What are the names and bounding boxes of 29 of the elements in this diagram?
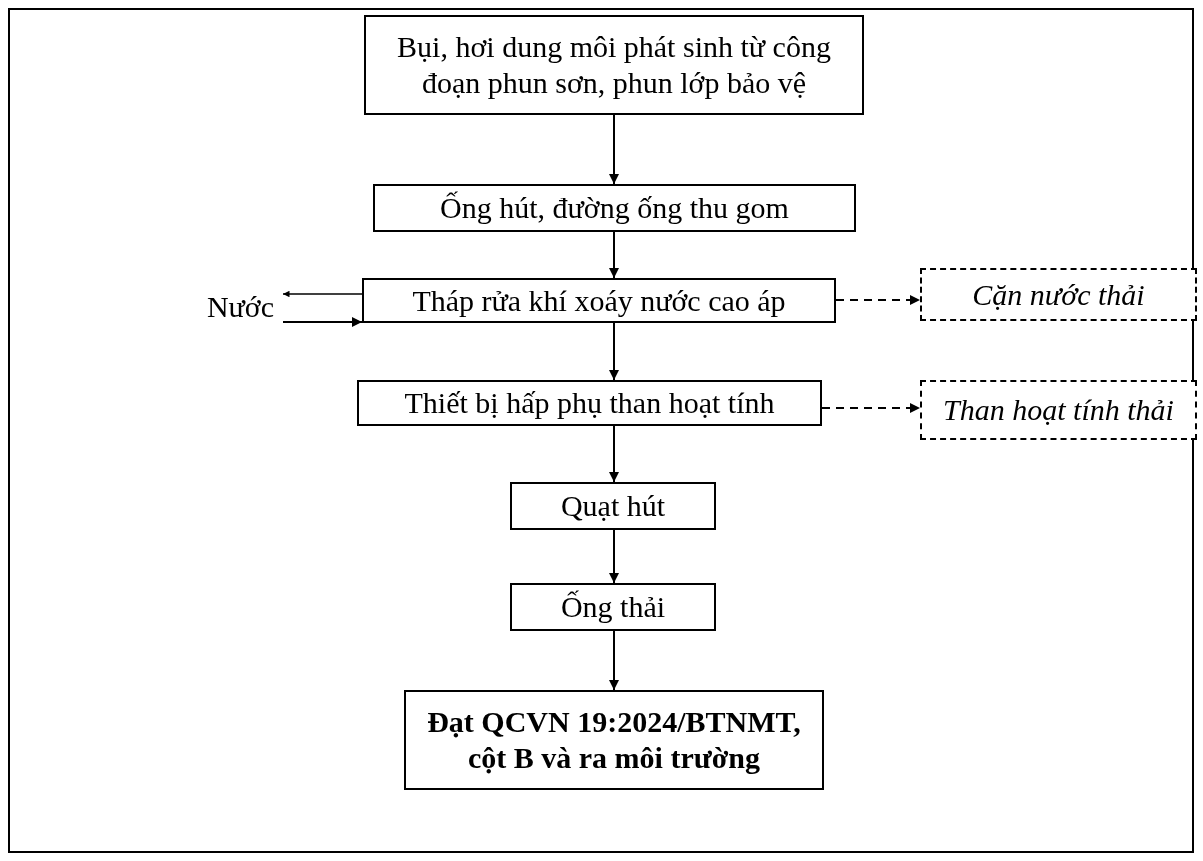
arrow	[609, 114, 619, 185]
waste-box	[920, 380, 1197, 440]
process-box	[510, 583, 716, 631]
node-text: Cặn nước thải	[972, 276, 1145, 313]
arrow	[282, 290, 363, 298]
node-text: Thiết bị hấp phụ than hoạt tính	[404, 385, 775, 421]
node-text: Ống thải	[560, 589, 666, 625]
process-box	[364, 15, 864, 115]
node-text: Tháp rửa khí xoáy nước cao áp	[412, 282, 786, 319]
node-text: Than hoạt tính thải	[943, 392, 1174, 428]
node-text: Nước	[206, 289, 275, 325]
process-box	[362, 278, 836, 323]
arrow	[835, 295, 921, 305]
arrow	[609, 529, 619, 584]
arrow	[609, 630, 619, 691]
arrow	[609, 231, 619, 279]
arrow	[609, 322, 619, 381]
node-text: Quạt hút	[560, 488, 666, 524]
process-box	[373, 184, 856, 232]
process-box	[510, 482, 716, 530]
process-box	[357, 380, 822, 426]
waste-box	[920, 268, 1197, 321]
node-text: Ống hút, đường ống thu gom	[440, 190, 789, 226]
node-text: Bụi, hơi dung môi phát sinh từ công đoạn phun sơn, phun lớp bảo vệ	[396, 29, 832, 101]
node-text: Đạt QCVN 19:2024/BTNMT, cột B và ra môi trường	[426, 704, 802, 776]
arrow	[609, 425, 619, 483]
arrow	[282, 317, 363, 327]
result-box	[404, 690, 824, 790]
arrow	[821, 403, 921, 413]
